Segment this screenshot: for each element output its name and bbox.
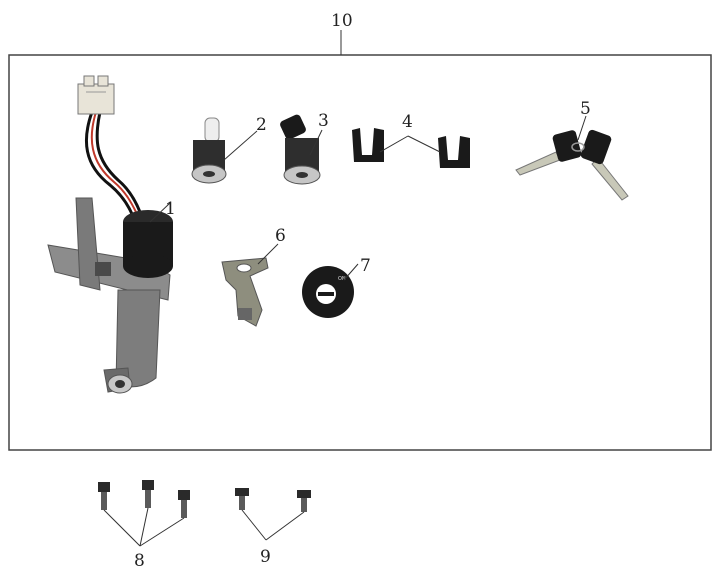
callout-6: 6	[275, 226, 286, 246]
mounting-bracket-icon	[221, 257, 269, 327]
leader-8a	[103, 509, 141, 547]
screws-icon	[235, 488, 311, 512]
bolts-icon	[98, 480, 190, 518]
leader-8b	[139, 507, 149, 547]
lock-clips-icon	[352, 128, 470, 168]
kit-frame	[8, 54, 712, 451]
leader-4a	[379, 135, 409, 153]
callout-5: 5	[580, 99, 591, 119]
callout-4: 4	[402, 112, 413, 132]
callout-7: 7	[360, 256, 371, 276]
callout-8: 8	[134, 551, 145, 571]
keys-icon	[515, 129, 629, 201]
leader-8c	[139, 517, 185, 547]
leader-7	[343, 263, 359, 281]
callout-3: 3	[318, 111, 329, 131]
leader-1	[149, 202, 171, 223]
callout-1: 1	[165, 199, 176, 219]
leader-5	[577, 115, 587, 141]
callout-2: 2	[256, 115, 267, 135]
leader-6	[257, 243, 279, 265]
leader-3	[309, 129, 323, 156]
switch-cover-ring-icon: ON	[302, 266, 354, 318]
lock-cylinder-icon	[191, 117, 227, 184]
svg-text:ON: ON	[338, 276, 346, 282]
callout-9: 9	[260, 547, 271, 567]
callout-10: 10	[331, 11, 353, 31]
ignition-switch-icon	[47, 75, 173, 394]
leader-4b	[407, 135, 441, 153]
leader-9b	[265, 511, 305, 541]
leader-2	[223, 130, 258, 161]
leader-9a	[241, 509, 267, 541]
lock-cylinder-cap-icon	[280, 114, 321, 185]
